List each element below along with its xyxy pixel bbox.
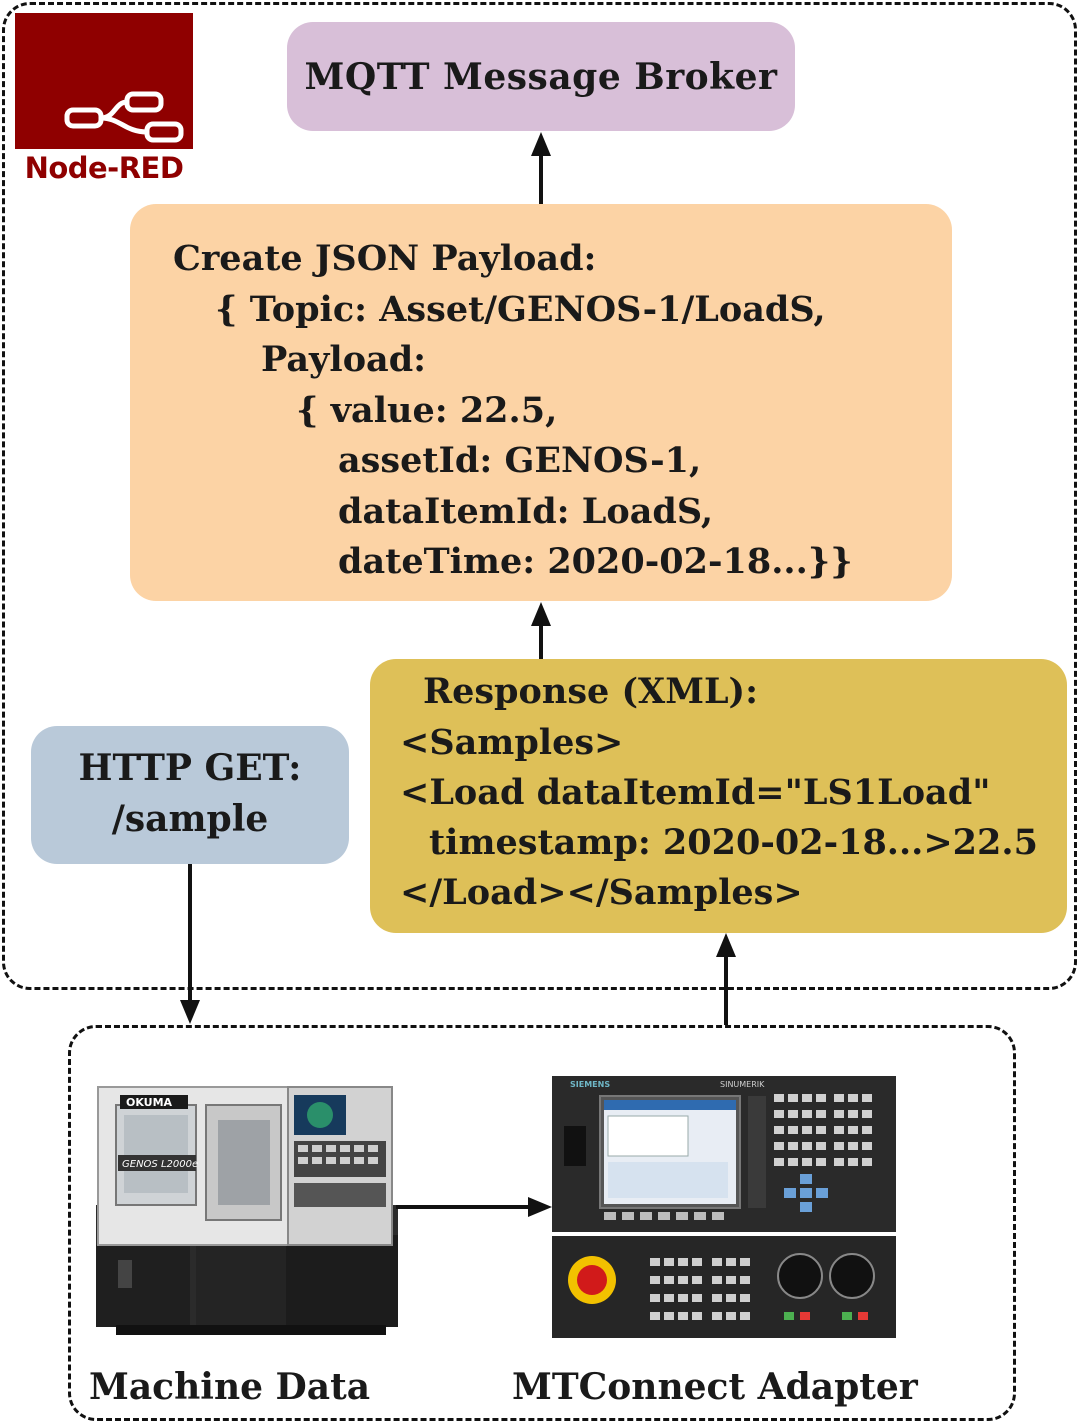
siemens-brand-label: SIEMENS: [570, 1080, 610, 1089]
siemens-controller-image: SIEMENS SINUMERIK: [552, 1076, 896, 1338]
node-red-logo-mark: [15, 13, 193, 149]
json-line-dataitemid: dataItemId: LoadS,: [338, 491, 714, 532]
arrow-json-to-broker: [531, 132, 551, 204]
arrow-machine-to-adapter: [396, 1197, 552, 1217]
http-get-path: /sample: [111, 798, 269, 840]
mqtt-broker-label: MQTT Message Broker: [304, 55, 778, 98]
okuma-lathe-image: OKUMA GENOS L2000e: [96, 1086, 398, 1335]
json-line-assetid: assetId: GENOS-1,: [338, 440, 702, 481]
json-line-payload: Payload:: [261, 339, 427, 380]
xml-line-title: Response (XML):: [423, 671, 759, 712]
json-line-title: Create JSON Payload:: [173, 238, 597, 279]
okuma-brand-label: OKUMA: [126, 1096, 173, 1109]
mqtt-broker-box: MQTT Message Broker: [287, 22, 795, 131]
xml-line-close: </Load></Samples>: [400, 872, 803, 913]
node-red-frame: [2, 2, 1077, 990]
http-get-box: HTTP GET: /sample: [31, 726, 349, 864]
json-line-topic: { Topic: Asset/GENOS-1/LoadS,: [215, 289, 826, 330]
xml-line-timestamp: timestamp: 2020-02-18...>22.5: [429, 822, 1038, 863]
sinumerik-label: SINUMERIK: [720, 1080, 765, 1089]
flow-icon: [64, 91, 184, 143]
arrow-xml-to-json: [531, 602, 551, 659]
arrow-http-to-machine: [180, 864, 200, 1024]
http-get-method: HTTP GET:: [78, 747, 302, 789]
machine-data-caption: Machine Data: [89, 1366, 371, 1408]
arrow-adapter-to-xml: [716, 933, 736, 1025]
node-red-logo-text: Node-RED: [24, 151, 184, 185]
json-payload-box: Create JSON Payload: { Topic: Asset/GENO…: [130, 204, 952, 601]
node-red-logo: Node-RED: [15, 13, 193, 189]
machine-frame: [68, 1025, 1016, 1421]
xml-line-load-open: <Load dataItemId="LS1Load": [400, 772, 991, 813]
xml-line-samples-open: <Samples>: [400, 722, 624, 763]
okuma-model-label: GENOS L2000e: [122, 1159, 198, 1170]
json-line-value: { value: 22.5,: [296, 390, 558, 431]
mtconnect-adapter-caption: MTConnect Adapter: [512, 1366, 918, 1408]
json-line-datetime: dateTime: 2020-02-18...}}: [338, 541, 853, 582]
xml-response-box: Response (XML): <Samples> <Load dataItem…: [370, 659, 1067, 933]
